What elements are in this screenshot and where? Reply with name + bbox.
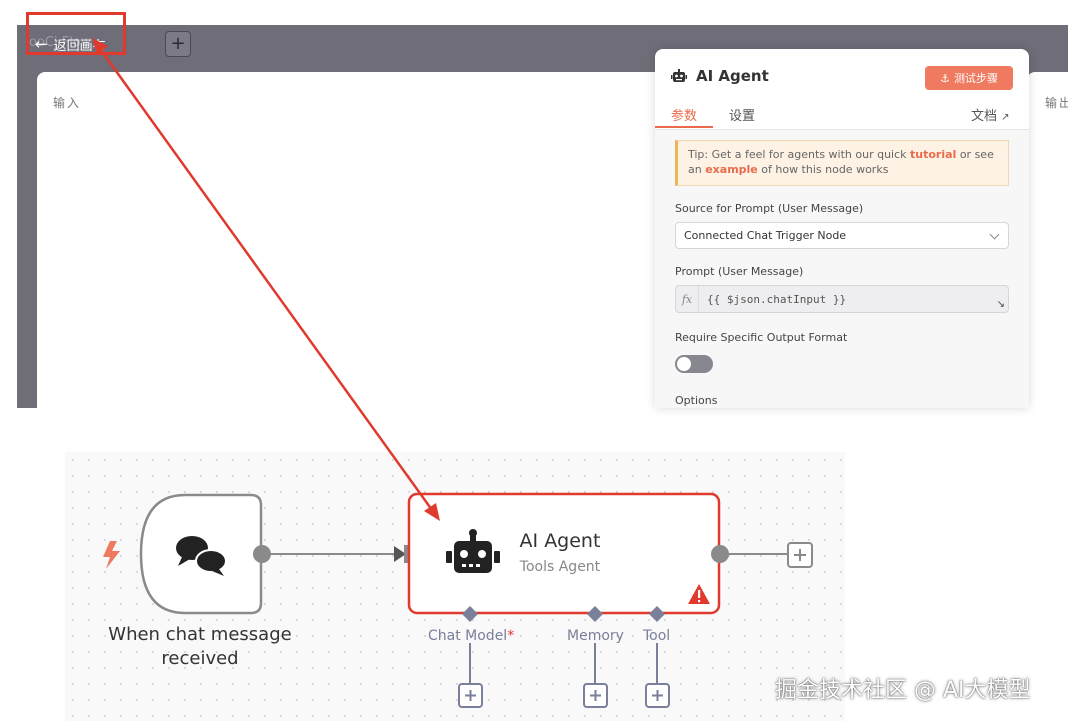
- source-prompt-value: Connected Chat Trigger Node: [684, 229, 847, 242]
- back-to-canvas-label: 返回画布: [53, 38, 106, 54]
- ai-agent-parameter-panel: AI Agent ⚓ 测试步骤 参数 设置 文档 ↗ Tip: Get a fe…: [655, 49, 1029, 408]
- expression-icon: fx: [676, 286, 699, 312]
- output-format-toggle[interactable]: [675, 355, 713, 373]
- trigger-node-label: When chat message received: [108, 624, 292, 669]
- annotation-arrowhead-end: [424, 503, 440, 521]
- memory-connector[interactable]: [583, 606, 608, 708]
- source-prompt-label: Source for Prompt (User Message): [675, 202, 864, 215]
- external-link-icon: ↗: [1001, 112, 1010, 123]
- warning-icon: [688, 584, 710, 604]
- prompt-input[interactable]: fx {{ $json.chatInput }} ↘: [675, 285, 1009, 313]
- output-format-label: Require Specific Output Format: [675, 331, 848, 344]
- tip-text: of how this node works: [757, 163, 889, 176]
- toggle-knob: [677, 357, 691, 371]
- flask-icon: ⚓: [940, 71, 950, 85]
- tab-settings[interactable]: 设置: [729, 109, 756, 124]
- chat-model-label: Chat Model*: [428, 628, 514, 644]
- panel-tabs: 参数 设置 文档 ↗: [655, 105, 1029, 130]
- agent-node-title: AI Agent: [519, 530, 601, 552]
- tip-callout: Tip: Get a feel for agents with our quic…: [675, 140, 1009, 186]
- tip-text: Tip: Get a feel for agents with our quic…: [688, 148, 911, 161]
- output-label: 输出: [1045, 96, 1068, 110]
- add-output-node-button[interactable]: [787, 542, 813, 568]
- tab-parameters[interactable]: 参数: [671, 109, 698, 124]
- watermark: 掘金技术社区 @ AI大模型: [775, 678, 1031, 703]
- connection-arrow: [394, 546, 406, 562]
- input-label: 输入: [53, 96, 82, 110]
- panel-title: AI Agent: [696, 67, 769, 85]
- chat-bubbles-icon: [176, 536, 227, 576]
- tool-label: Tool: [643, 628, 671, 644]
- expand-icon[interactable]: ↘: [996, 299, 1005, 310]
- lightning-icon: [103, 541, 120, 569]
- chat-model-text: Chat Model: [428, 628, 508, 644]
- agent-output-handle[interactable]: [711, 545, 729, 563]
- arrow-left-icon: ←: [35, 34, 48, 53]
- source-prompt-select[interactable]: Connected Chat Trigger Node: [675, 222, 1009, 249]
- output-panel: 输出: [1027, 72, 1068, 408]
- back-to-canvas-button[interactable]: ← 返回画布: [35, 31, 106, 57]
- test-step-label: 测试步骤: [953, 72, 998, 85]
- tip-text: or see an: [688, 148, 994, 176]
- test-step-button[interactable]: ⚓ 测试步骤: [925, 66, 1013, 90]
- tab-docs[interactable]: 文档 ↗: [971, 105, 1010, 124]
- prompt-value: {{ $json.chatInput }}: [707, 292, 847, 306]
- panel-header: AI Agent ⚓ 测试步骤: [655, 49, 1029, 107]
- annotation-arrowhead-start: [92, 38, 108, 55]
- prompt-label: Prompt (User Message): [675, 265, 804, 278]
- required-mark: *: [507, 628, 515, 644]
- example-link[interactable]: example: [705, 163, 758, 176]
- highlight-box: [26, 12, 126, 55]
- agent-node-subtitle: Tools Agent: [519, 559, 601, 575]
- active-tab-indicator: [655, 126, 713, 128]
- tool-connector[interactable]: [645, 606, 670, 708]
- tutorial-link[interactable]: tutorial: [910, 148, 957, 161]
- chat-model-connector[interactable]: [458, 606, 483, 708]
- trigger-output-handle[interactable]: [253, 545, 271, 563]
- docs-label: 文档: [971, 109, 998, 124]
- annotation-arrow-line: [96, 45, 434, 511]
- add-node-button[interactable]: +: [165, 31, 191, 57]
- input-panel: 输入: [37, 72, 677, 408]
- memory-label: Memory: [567, 628, 624, 644]
- robot-icon: [446, 529, 500, 573]
- workflow-name: ooCj Flow: [29, 35, 92, 50]
- options-label: Options: [675, 394, 718, 407]
- panel-body: Tip: Get a feel for agents with our quic…: [655, 130, 1029, 408]
- robot-icon: [671, 69, 687, 82]
